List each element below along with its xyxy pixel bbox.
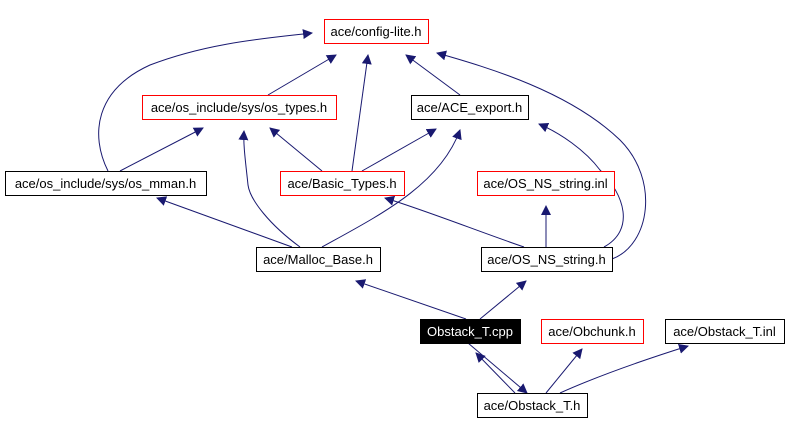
node-box <box>411 95 529 120</box>
edge-os_ns_string_h-to-config_lite <box>436 50 647 260</box>
edge-os_mman-to-os_types <box>119 127 204 172</box>
node-label: ace/Malloc_Base.h <box>263 252 373 267</box>
node-label: ace/OS_NS_string.h <box>487 252 606 267</box>
nodes: ace/config-lite.h ace/os_include/sys/os_t… <box>5 19 785 418</box>
node-os_mman[interactable]: ace/os_include/sys/os_mman.h <box>5 171 207 196</box>
edge-malloc_base-to-os_types <box>238 130 301 248</box>
edge-basic_types-to-os_types <box>269 127 323 172</box>
node-label: ace/Basic_Types.h <box>287 176 396 191</box>
edge-obstack_h-to-obchunk <box>545 348 583 394</box>
edge-basic_types-to-ace_export <box>361 128 437 172</box>
node-box <box>256 247 381 272</box>
node-basic_types[interactable]: ace/Basic_Types.h <box>280 171 405 196</box>
edge-malloc_base-to-os_mman <box>156 196 293 248</box>
node-box <box>477 393 588 418</box>
node-label: ace/Obstack_T.inl <box>673 324 776 339</box>
edge-obstack_cpp-to-os_ns_string_h <box>479 280 527 320</box>
node-box <box>665 319 785 344</box>
node-box <box>280 171 405 196</box>
edge-obstack_h-to-obstack_cpp <box>475 352 516 394</box>
node-ace_export[interactable]: ace/ACE_export.h <box>411 95 529 120</box>
edge-os_types-to-config_lite <box>267 54 337 96</box>
node-obstack_cpp: Obstack_T.cpp <box>420 319 521 344</box>
node-box <box>541 319 644 344</box>
node-os_ns_string_inl[interactable]: ace/OS_NS_string.inl <box>477 171 615 196</box>
node-box <box>324 19 429 44</box>
node-label: ace/os_include/sys/os_mman.h <box>15 176 196 191</box>
node-box <box>420 319 521 344</box>
node-obstack_inl[interactable]: ace/Obstack_T.inl <box>665 319 785 344</box>
node-box <box>477 171 615 196</box>
node-os_types[interactable]: ace/os_include/sys/os_types.h <box>142 95 337 120</box>
edge-os_mman-to-config_lite <box>98 29 313 172</box>
node-os_ns_string_h[interactable]: ace/OS_NS_string.h <box>481 247 613 272</box>
node-label: ace/os_include/sys/os_types.h <box>151 100 327 115</box>
edge-ace_export-to-config_lite <box>405 54 461 96</box>
node-box <box>481 247 613 272</box>
node-label: ace/Obchunk.h <box>548 324 635 339</box>
edge-malloc_base-to-ace_export <box>321 129 462 248</box>
edges <box>98 29 689 394</box>
edge-os_ns_string_h-to-basic_types <box>384 195 525 248</box>
node-label: ace/Obstack_T.h <box>484 398 581 413</box>
node-label: ace/ACE_export.h <box>417 100 523 115</box>
node-malloc_base[interactable]: ace/Malloc_Base.h <box>256 247 381 272</box>
edge-obstack_cpp-to-malloc_base <box>355 279 467 320</box>
edge-basic_types-to-config_lite <box>351 54 372 172</box>
node-box <box>5 171 207 196</box>
node-label: Obstack_T.cpp <box>427 324 513 339</box>
edge-obstack_h-to-obstack_inl <box>559 343 689 394</box>
edge-obstack_cpp-to-obstack_h <box>467 342 528 394</box>
node-config_lite[interactable]: ace/config-lite.h <box>324 19 429 44</box>
node-box <box>142 95 337 120</box>
node-obchunk[interactable]: ace/Obchunk.h <box>541 319 644 344</box>
node-label: ace/config-lite.h <box>330 24 421 39</box>
node-obstack_h[interactable]: ace/Obstack_T.h <box>477 393 588 418</box>
node-label: ace/OS_NS_string.inl <box>483 176 607 191</box>
edge-os_ns_string_h-to-ace_export <box>538 122 624 248</box>
